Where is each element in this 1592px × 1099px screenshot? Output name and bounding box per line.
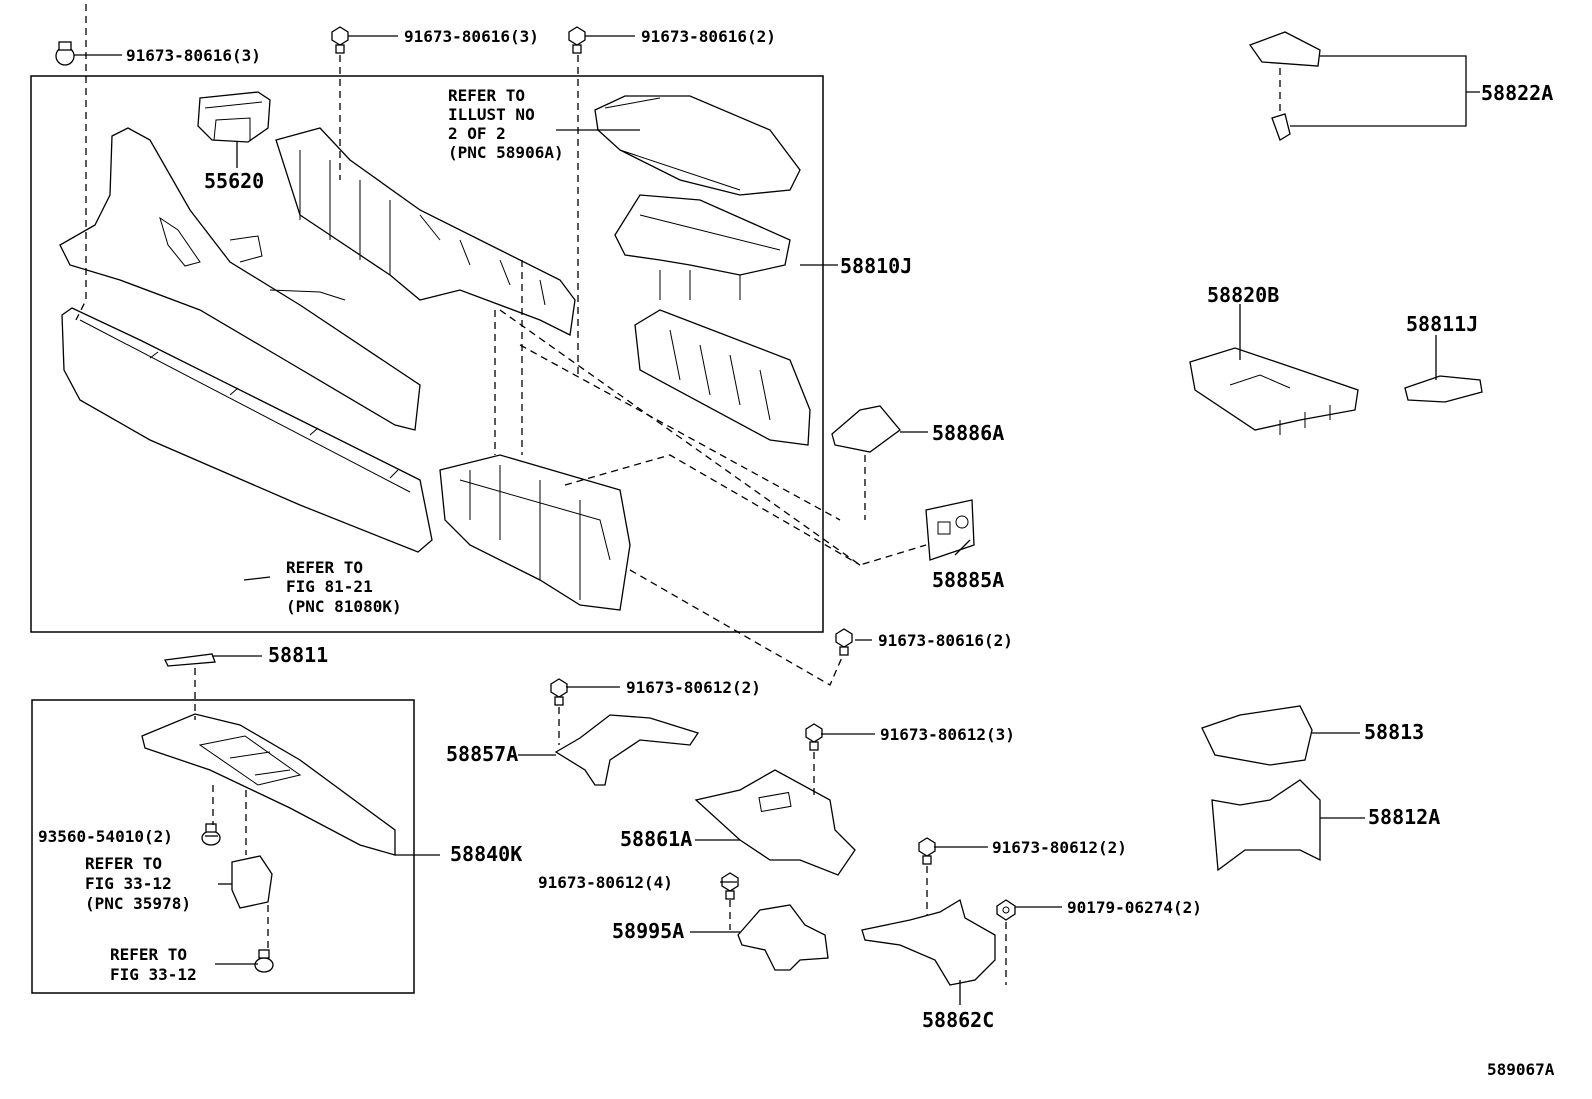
- part-storage-tray: [634, 309, 811, 446]
- bolt-icon: [55, 41, 75, 66]
- part-58812a: [1211, 779, 1321, 872]
- part-58813: [1201, 705, 1313, 766]
- part-58857a: [554, 714, 700, 786]
- assembly-box-58840k: [31, 699, 415, 994]
- part-number-58885a: 58885A: [932, 568, 1004, 592]
- callout-bolt-58857a: 91673-80612(2): [626, 678, 761, 697]
- part-58811j: [1404, 375, 1483, 403]
- callout-bolt-58862c: 91673-80612(2): [992, 838, 1127, 857]
- part-number-58857a: 58857A: [446, 742, 518, 766]
- callout-clip-58840k: 93560-54010(2): [38, 827, 173, 846]
- part-58811: [164, 653, 216, 667]
- part-number-58862c: 58862C: [922, 1008, 994, 1032]
- part-58861a: [694, 769, 856, 876]
- callout-bolt-top-right: 91673-80616(2): [641, 27, 776, 46]
- part-number-58812a: 58812A: [1368, 805, 1440, 829]
- part-number-58886a: 58886A: [932, 421, 1004, 445]
- part-number-55620: 55620: [204, 169, 264, 193]
- reference-note-line: (PNC 35978): [85, 894, 191, 913]
- reference-note-line: REFER TO: [286, 558, 363, 577]
- part-number-58822a: 58822A: [1481, 81, 1553, 105]
- bolt-icon: [550, 678, 568, 706]
- reference-note-illust: REFER TO ILLUST NO 2 OF 2 (PNC 58906A): [448, 86, 564, 162]
- diagram-id: 589067A: [1487, 1060, 1555, 1079]
- reference-note-line: REFER TO: [85, 854, 162, 873]
- part-58995a: [737, 904, 829, 971]
- callout-bolt-mid-right: 91673-80616(2): [878, 631, 1013, 650]
- part-58886a: [831, 405, 901, 453]
- part-console-box: [439, 454, 631, 611]
- nut-icon: [996, 899, 1016, 921]
- part-side-panel-lower: [61, 307, 433, 553]
- part-number-58810j: 58810J: [840, 254, 912, 278]
- bolt-icon: [805, 723, 823, 751]
- clip-icon: [201, 823, 221, 846]
- part-number-58995a: 58995A: [612, 919, 684, 943]
- reference-note-line: REFER TO: [448, 86, 525, 105]
- callout-bolt-58995a: 91673-80612(4): [538, 873, 673, 892]
- reference-note-line: 2 OF 2: [448, 124, 506, 143]
- reference-note-line: FIG 33-12: [110, 965, 197, 984]
- part-number-58813: 58813: [1364, 720, 1424, 744]
- part-number-58820b: 58820B: [1207, 283, 1279, 307]
- part-armrest-hinge: [614, 194, 791, 300]
- clip-icon: [254, 949, 274, 973]
- reference-note-line: (PNC 58906A): [448, 143, 564, 162]
- part-switch-bezel: [231, 855, 273, 909]
- part-side-panel-upper: [59, 127, 421, 431]
- reference-note-fig81: REFER TO FIG 81-21 (PNC 81080K): [286, 558, 402, 616]
- bolt-icon: [918, 837, 936, 865]
- assembly-box-58810j: [30, 75, 824, 633]
- reference-note-line: (PNC 81080K): [286, 597, 402, 616]
- callout-bolt-top-left: 91673-80616(3): [126, 46, 261, 65]
- bolt-icon: [331, 26, 349, 54]
- reference-note-line: ILLUST NO: [448, 105, 535, 124]
- bolt-icon: [835, 628, 853, 656]
- guide-lines: [75, 4, 1281, 985]
- reference-note-fig33-a: REFER TO FIG 33-12 (PNC 35978): [85, 854, 191, 913]
- part-number-58840k: 58840K: [450, 842, 522, 866]
- part-58822a-cap: [1248, 31, 1321, 141]
- part-number-58811j: 58811J: [1406, 312, 1478, 336]
- bolt-icon: [568, 26, 586, 54]
- part-58862c: [861, 899, 996, 986]
- part-number-58861a: 58861A: [620, 827, 692, 851]
- reference-note-line: FIG 33-12: [85, 874, 172, 893]
- reference-note-fig33-b: REFER TO FIG 33-12: [110, 945, 197, 984]
- part-armrest-lid: [594, 95, 801, 196]
- reference-note-line: FIG 81-21: [286, 577, 373, 596]
- callout-nut-58862c: 90179-06274(2): [1067, 898, 1202, 917]
- callout-bolt-top-mid: 91673-80616(3): [404, 27, 539, 46]
- part-58840k-panel: [141, 713, 396, 856]
- callout-bolt-58861a: 91673-80612(3): [880, 725, 1015, 744]
- part-number-58811: 58811: [268, 643, 328, 667]
- reference-note-line: REFER TO: [110, 945, 187, 964]
- leader-lines: [74, 35, 1480, 1005]
- part-58885a: [925, 499, 975, 561]
- bolt-icon: [721, 872, 739, 900]
- part-55620-switch: [197, 91, 271, 143]
- part-58820b: [1189, 347, 1359, 435]
- part-console-frame: [275, 127, 576, 336]
